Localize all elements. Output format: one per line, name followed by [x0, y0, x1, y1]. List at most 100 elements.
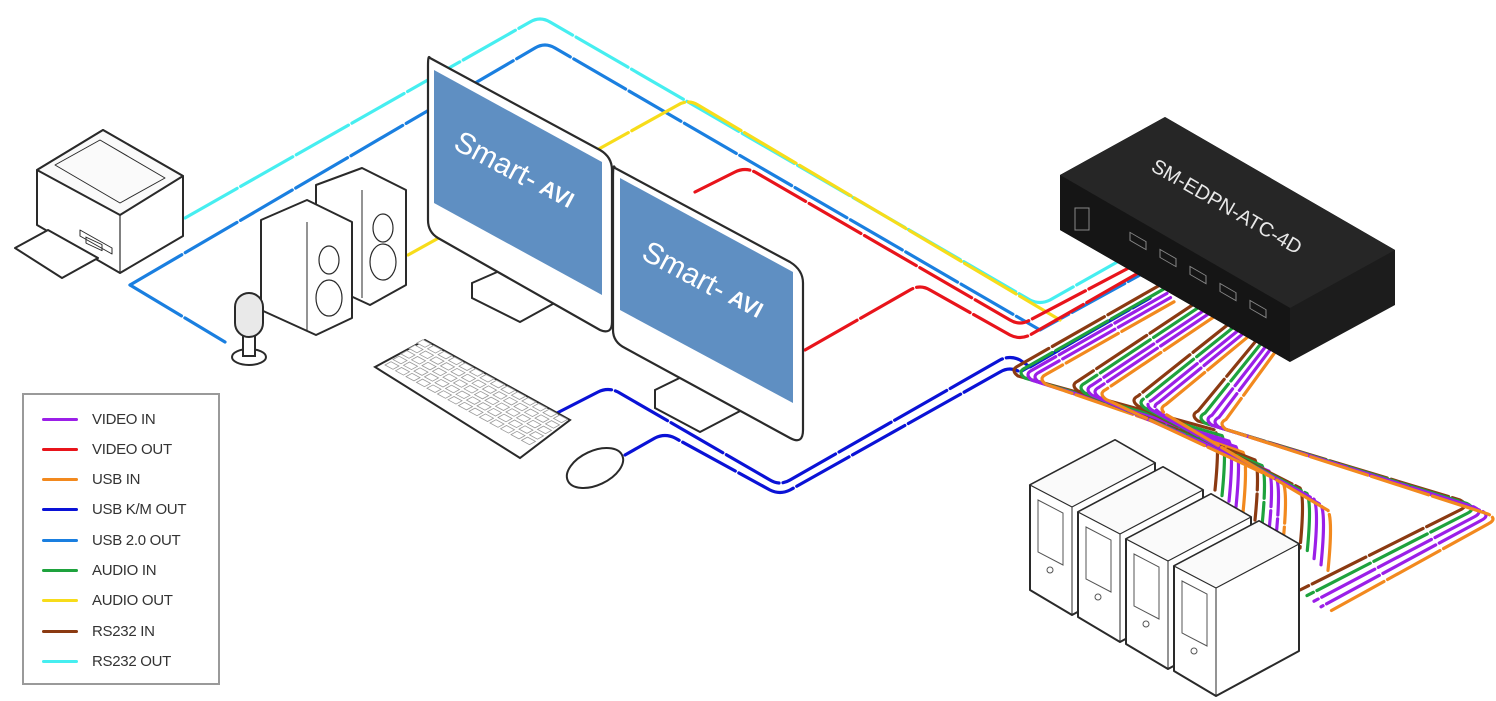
- keyboard-key: [484, 396, 500, 406]
- keyboard-key: [505, 408, 521, 417]
- cable-computer-3-video-in: [1153, 326, 1326, 567]
- legend-item: VIDEO IN: [42, 409, 156, 429]
- legend-swatch: [42, 478, 78, 482]
- monitor-2: Smart- AVI: [611, 165, 805, 442]
- keyboard-key: [426, 345, 443, 354]
- keyboard-key: [405, 372, 421, 382]
- cable-mouse: [623, 296, 1152, 495]
- switch-port: [1159, 248, 1177, 268]
- keyboard-key: [421, 361, 437, 371]
- power-inlet-icon: [1074, 207, 1090, 231]
- legend-item: USB K/M OUT: [42, 500, 187, 520]
- cable-usb20-printer: [128, 43, 1142, 332]
- keyboard-key: [499, 425, 516, 434]
- keyboard-key: [534, 414, 550, 423]
- legend-item: AUDIO OUT: [42, 591, 173, 611]
- legend-swatch: [42, 447, 78, 451]
- legend-label: USB 2.0 OUT: [92, 531, 181, 549]
- computers: [1028, 439, 1301, 697]
- keyboard-key: [408, 344, 424, 354]
- keyboard-key: [426, 384, 442, 393]
- keyboard-key: [515, 414, 532, 423]
- keyboard-key: [450, 367, 466, 377]
- keyboard-key: [523, 408, 540, 418]
- keyboard-key: [468, 407, 484, 417]
- keyboard-key: [544, 420, 561, 429]
- legend-swatch: [42, 538, 78, 542]
- keyboard-key: [500, 385, 516, 395]
- switch-port: [1129, 231, 1147, 251]
- cable-audio-out: [406, 100, 1062, 322]
- legend-label: AUDIO OUT: [92, 592, 173, 610]
- legend-item: VIDEO OUT: [42, 439, 172, 459]
- cable-computer-2-audio-in: [1079, 302, 1267, 528]
- keyboard-key: [526, 419, 542, 429]
- keyboard-key: [510, 391, 527, 400]
- keyboard-key: [552, 414, 569, 424]
- keyboard-key: [521, 397, 537, 406]
- legend-label: USB K/M OUT: [92, 501, 187, 519]
- legend-swatch: [42, 508, 78, 512]
- legend-swatch: [42, 417, 78, 421]
- keyboard-key: [471, 379, 487, 389]
- cables-layer: [128, 17, 1495, 614]
- legend-item: AUDIO IN: [42, 561, 157, 581]
- keyboard-key: [518, 425, 534, 434]
- keyboard-key: [542, 408, 558, 418]
- switch-port: [1189, 265, 1207, 285]
- cable-computer-2-rs232-in: [1072, 298, 1260, 522]
- legend-swatch: [42, 569, 78, 572]
- keyboard-key: [413, 367, 429, 376]
- legend-item: RS232 OUT: [42, 651, 171, 671]
- keyboard-key: [479, 374, 495, 383]
- keyboard-key: [468, 368, 485, 377]
- legend-swatch: [42, 659, 78, 663]
- legend-item: USB IN: [42, 470, 141, 490]
- keyboard-key: [434, 378, 450, 388]
- keyboard-key: [486, 407, 503, 417]
- keyboard-key: [410, 356, 427, 365]
- keyboard-key: [431, 367, 448, 377]
- cable-computer-1-usb-in: [1040, 300, 1248, 514]
- keyboard-key: [437, 350, 453, 360]
- legend-item: USB 2.0 OUT: [42, 530, 181, 550]
- monitor-2-screen: [620, 178, 793, 403]
- legend-label: USB IN: [92, 471, 141, 489]
- cable-computer-1-video-in: [1033, 296, 1241, 509]
- keyboard-key: [444, 384, 461, 394]
- legend-label: AUDIO IN: [92, 562, 157, 579]
- monitor-1-screen: [434, 70, 602, 295]
- keyboard-key: [478, 413, 495, 422]
- cable-computer-1-video-in: [1026, 291, 1234, 503]
- keyboard-key: [392, 355, 408, 365]
- cable-computer-1-audio-in: [1019, 287, 1227, 498]
- cable-video-out-2: [803, 270, 1142, 352]
- cable-computer-1-rs232-in: [1012, 283, 1220, 492]
- keyboard-key: [436, 390, 453, 399]
- legend: VIDEO IN VIDEO OUT USB IN USB K/M OUT USB 2.…: [22, 393, 220, 685]
- keyboard-key: [465, 396, 482, 405]
- mouse: [565, 447, 625, 489]
- keyboard-key: [402, 361, 419, 371]
- keyboard-key: [520, 436, 537, 446]
- keyboard-key: [455, 390, 471, 400]
- keyboard-key: [507, 419, 524, 429]
- keyboard-key: [423, 373, 440, 382]
- cable-usb20-mic: [128, 283, 227, 344]
- keyboard-key: [458, 362, 474, 371]
- keyboard-key: [476, 402, 492, 411]
- keyboard-key: [394, 367, 411, 376]
- legend-item: RS232 IN: [42, 621, 155, 641]
- keyboard-key: [400, 350, 416, 359]
- legend-label: RS232 IN: [92, 622, 155, 640]
- cable-computer-3-audio-in: [1139, 317, 1312, 556]
- keyboard-key: [473, 390, 490, 400]
- cable-computer-3-video-in: [1146, 321, 1319, 561]
- keyboard-key: [418, 350, 435, 360]
- keyboard-key: [492, 391, 508, 400]
- cable-video-out-1: [693, 167, 1142, 325]
- printer: [14, 129, 184, 279]
- microphone: [231, 292, 267, 366]
- keyboard-key: [457, 401, 474, 411]
